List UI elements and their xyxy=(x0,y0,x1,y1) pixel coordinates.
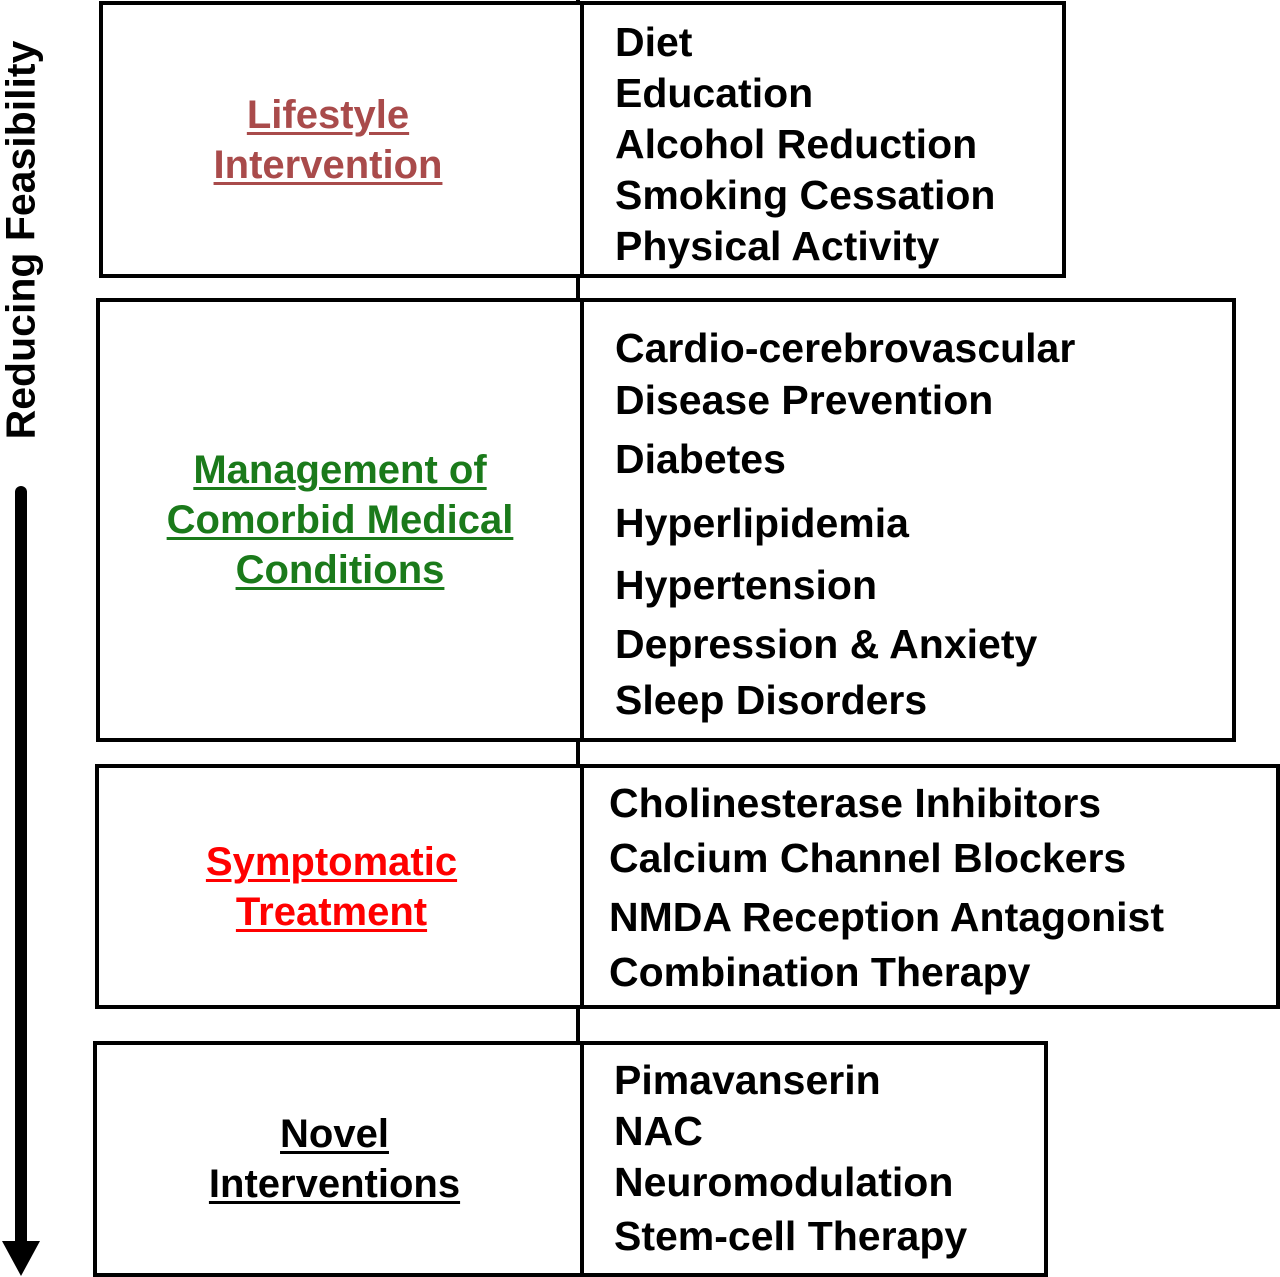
axis-label: Reducing Feasibility xyxy=(0,40,44,440)
category-novel: Novel Interventions xyxy=(97,1045,572,1273)
category-comorbid: Management of Comorbid Medical Condition… xyxy=(100,302,580,738)
item-list: Cholinesterase Inhibitors Calcium Channe… xyxy=(609,776,1164,996)
list-item: Stem-cell Therapy xyxy=(614,1213,968,1259)
list-item: Smoking Cessation xyxy=(615,172,996,218)
category-label: Novel Interventions xyxy=(208,1112,461,1206)
item-list: Pimavanserin NAC Neuromodulation Stem-ce… xyxy=(614,1055,967,1264)
tier-divider xyxy=(580,5,584,274)
tier-novel: Novel Interventions Pimavanserin NAC Neu… xyxy=(93,1041,1048,1277)
tier-divider xyxy=(580,1045,584,1273)
item-list: Diet Education Alcohol Reduction Smoking… xyxy=(615,17,995,272)
list-item: Neuromodulation xyxy=(614,1159,954,1205)
list-item: Disease Prevention xyxy=(615,377,994,423)
list-item: Cardio-cerebrovascular xyxy=(615,325,1076,371)
list-item: Diabetes xyxy=(615,436,786,482)
item-list: Cardio-cerebrovascular Disease Preventio… xyxy=(615,322,1075,728)
list-item: Physical Activity xyxy=(615,223,940,269)
list-item: NAC xyxy=(614,1108,703,1154)
list-item: Combination Therapy xyxy=(609,949,1031,995)
list-item: NMDA Reception Antagonist xyxy=(609,894,1165,940)
list-item: Sleep Disorders xyxy=(615,677,928,723)
category-lifestyle: Lifestyle Intervention xyxy=(103,5,553,274)
tier-divider xyxy=(580,302,584,738)
tier-lifestyle: Lifestyle Intervention Diet Education Al… xyxy=(99,1,1066,278)
category-label: Lifestyle Intervention xyxy=(213,92,443,187)
list-item: Hypertension xyxy=(615,562,877,608)
list-item: Hyperlipidemia xyxy=(615,500,909,546)
list-item: Education xyxy=(615,70,814,116)
category-symptomatic: Symptomatic Treatment xyxy=(99,768,564,1005)
list-item: Alcohol Reduction xyxy=(615,121,978,167)
tier-symptomatic: Symptomatic Treatment Cholinesterase Inh… xyxy=(95,764,1280,1009)
list-item: Diet xyxy=(615,19,693,65)
tier-comorbid: Management of Comorbid Medical Condition… xyxy=(96,298,1236,742)
list-item: Depression & Anxiety xyxy=(615,621,1038,667)
list-item: Pimavanserin xyxy=(614,1057,881,1103)
list-item: Cholinesterase Inhibitors xyxy=(609,780,1102,826)
down-arrow-icon xyxy=(2,486,40,1276)
category-label: Symptomatic Treatment xyxy=(205,839,458,934)
category-label: Management of Comorbid Medical Condition… xyxy=(166,448,514,592)
tier-divider xyxy=(580,768,584,1005)
list-item: Calcium Channel Blockers xyxy=(609,835,1127,881)
